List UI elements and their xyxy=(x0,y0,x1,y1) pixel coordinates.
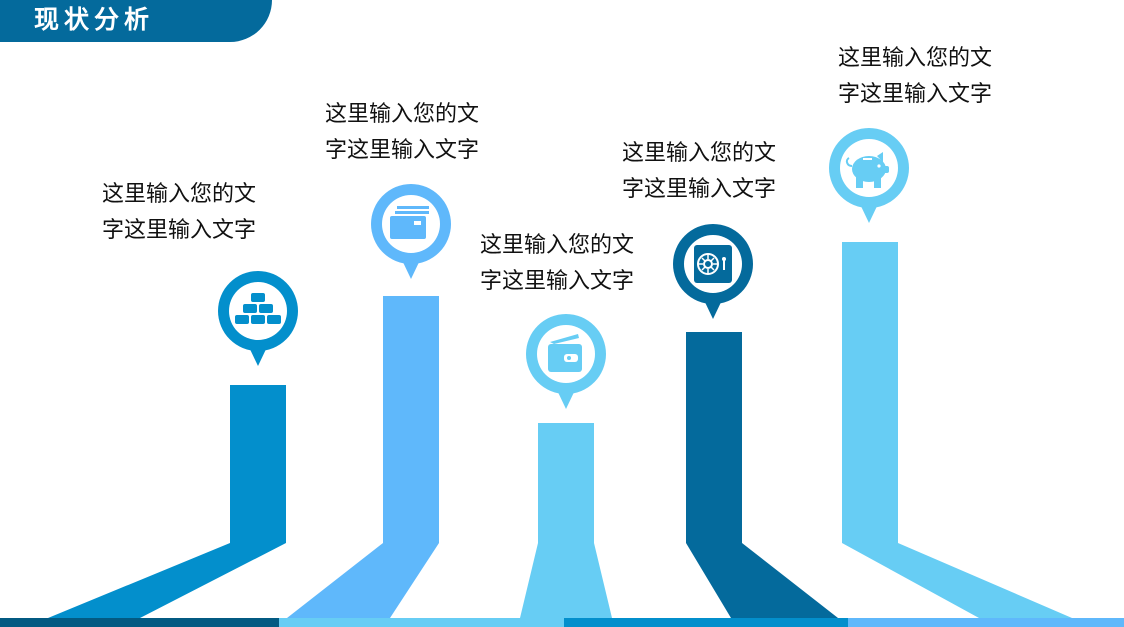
item-label-2: 这里输入您的文 字这里输入文字 xyxy=(325,102,480,163)
pin-5 xyxy=(829,128,909,223)
piggy-bank-icon xyxy=(845,152,889,188)
bar-5 xyxy=(842,242,1072,618)
item-label-5: 这里输入您的文 字这里输入文字 xyxy=(838,46,993,107)
pin-1 xyxy=(218,271,298,366)
pin-4 xyxy=(673,224,753,319)
page-title: 现状分析 xyxy=(34,5,155,34)
safe-icon xyxy=(694,245,732,283)
title-banner: 现状分析 xyxy=(0,0,272,42)
bottom-band xyxy=(0,618,1124,627)
pin-3 xyxy=(526,314,606,409)
bar-4 xyxy=(686,332,838,618)
credit-cards-icon xyxy=(390,206,429,239)
wallet-icon xyxy=(548,334,582,372)
item-label-4: 这里输入您的文 字这里输入文字 xyxy=(622,141,777,202)
bar-3 xyxy=(520,423,612,618)
pin-2 xyxy=(371,184,451,279)
bar-2 xyxy=(287,296,439,618)
item-label-3: 这里输入您的文 字这里输入文字 xyxy=(480,233,635,294)
gold-bars-icon xyxy=(235,293,281,324)
item-label-1: 这里输入您的文 字这里输入文字 xyxy=(102,182,257,243)
bar-1 xyxy=(48,385,286,618)
